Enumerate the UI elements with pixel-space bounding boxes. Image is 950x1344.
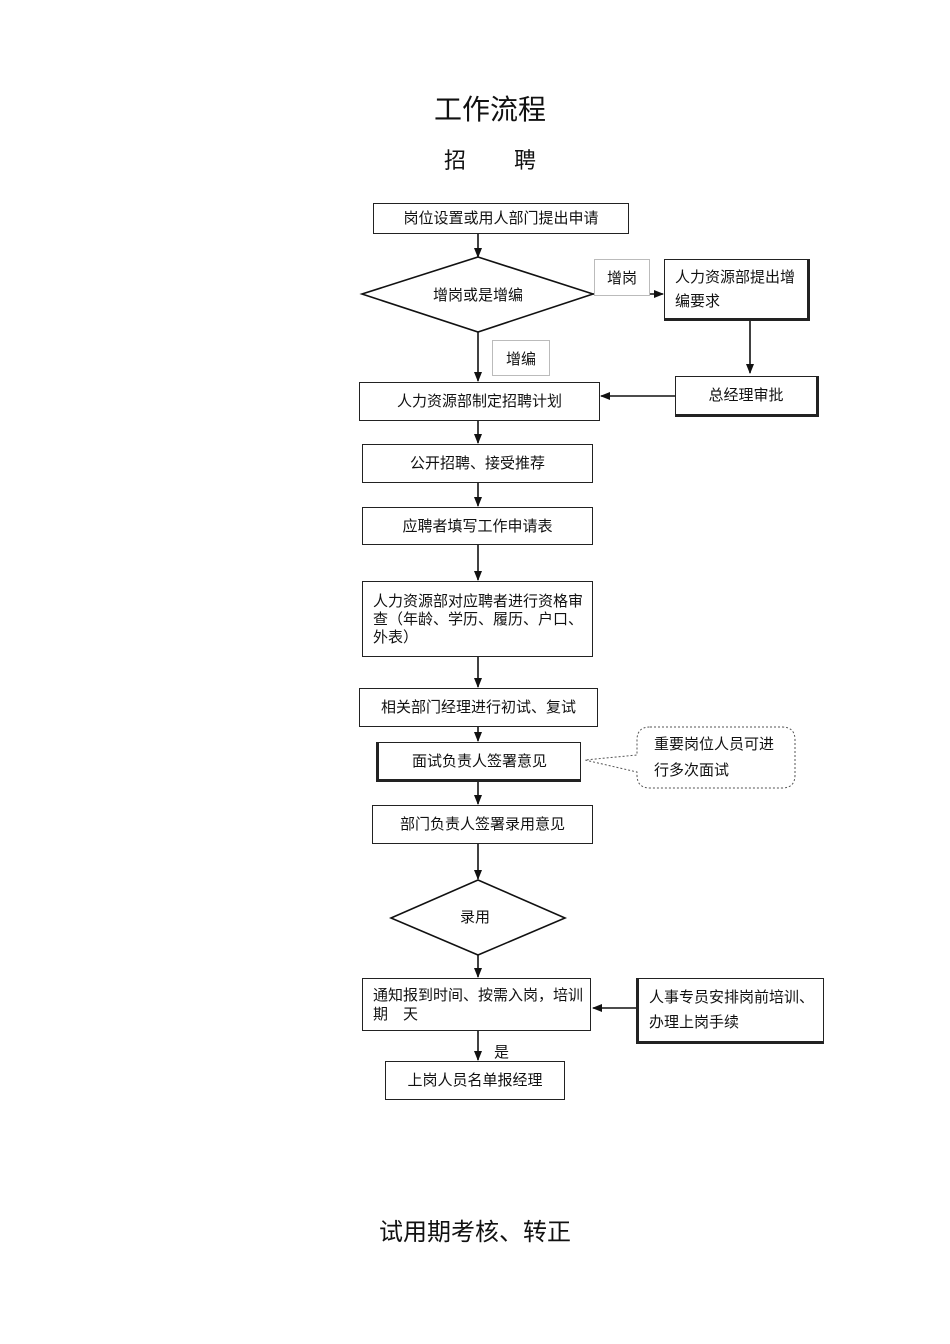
label-add-post: 增岗	[594, 259, 650, 296]
page-title: 工作流程	[433, 93, 546, 126]
step-recruit-plan: 人力资源部制定招聘计划	[359, 382, 600, 421]
note-callout-shape	[584, 726, 796, 789]
step-application-form: 应聘者填写工作申请表	[362, 507, 593, 545]
step-interviewer-sign: 面试负责人签署意见	[376, 742, 581, 782]
step-gm-approve: 总经理审批	[675, 376, 819, 417]
section-title-probation: 试用期考核、转正	[379, 1218, 571, 1246]
step-report-manager: 上岗人员名单报经理	[385, 1061, 565, 1100]
step-apply: 岗位设置或用人部门提出申请	[373, 203, 629, 234]
note-multiple-interviews: 重要岗位人员可进行多次面试	[654, 735, 775, 779]
decision-text-1: 增岗或是增编	[432, 286, 523, 304]
step-notify-report: 通知报到时间、按需入岗，培训期 天	[362, 978, 591, 1031]
decision-diamond-2	[388, 879, 568, 956]
decision-text-2: 录用	[459, 908, 490, 926]
page-subtitle: 招聘	[443, 149, 584, 174]
step-qualification-review: 人力资源部对应聘者进行资格审查（年龄、学历、履历、户口、外表）	[362, 581, 593, 657]
decision-diamond-1	[359, 256, 596, 333]
label-yes: 是	[494, 1043, 510, 1061]
step-training-arrange: 人事专员安排岗前培训、办理上岗手续	[636, 978, 824, 1044]
step-open-recruit: 公开招聘、接受推荐	[362, 444, 593, 483]
step-interviews: 相关部门经理进行初试、复试	[359, 688, 598, 727]
step-hr-request: 人力资源部提出增编要求	[664, 259, 810, 321]
step-dept-sign: 部门负责人签署录用意见	[372, 805, 593, 844]
label-add-headcount: 增编	[492, 340, 550, 376]
